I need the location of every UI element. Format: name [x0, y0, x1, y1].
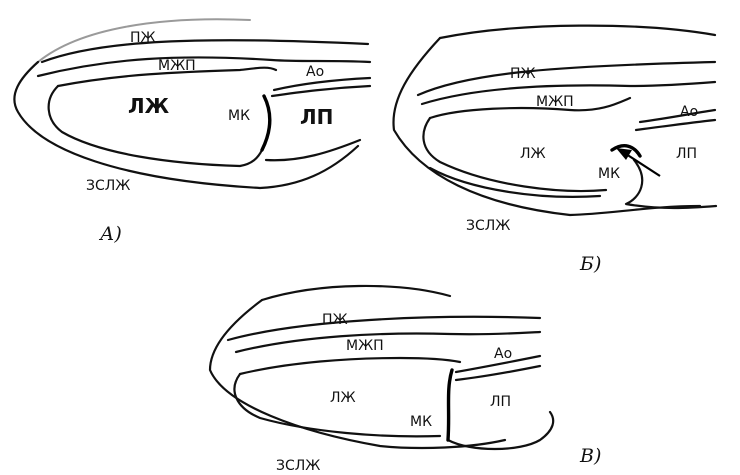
panel-v-aortic-root-2 — [456, 366, 540, 380]
panel-a: ПЖ МЖП Ао ЛЖ МК ЛП ЗСЛЖ А) — [14, 19, 370, 245]
panel-b-la-wall — [626, 160, 716, 208]
panel-v-label-zslzh: ЗСЛЖ — [276, 458, 320, 474]
panel-b-label-zslzh: ЗСЛЖ — [466, 218, 510, 234]
panel-b-label-lzh: ЛЖ — [520, 146, 546, 162]
panel-a-label-zslzh: ЗСЛЖ — [86, 178, 130, 194]
panel-b-label-mzhp: МЖП — [536, 94, 574, 110]
panel-b-label-pzh: ПЖ — [510, 66, 536, 82]
panel-b-rv-inner-line — [418, 62, 715, 95]
panel-v: ПЖ МЖП Ао ЛЖ МК ЛП ЗСЛЖ В) — [210, 286, 601, 474]
panel-a-caption: А) — [98, 223, 122, 245]
panel-b-caption: Б) — [579, 253, 601, 275]
panel-v-la-wall — [448, 412, 553, 449]
panel-a-rv-inner-line — [42, 40, 368, 62]
panel-v-label-mzhp: МЖП — [346, 338, 384, 354]
panel-v-label-lp: ЛП — [490, 394, 511, 410]
panel-b-arrow-head — [616, 148, 632, 160]
panel-v-caption: В) — [579, 445, 601, 467]
panel-a-label-mk: МК — [228, 108, 250, 124]
panel-a-mitral-valve — [262, 96, 270, 150]
panel-v-label-ao: Ао — [494, 346, 512, 362]
panel-v-label-lzh: ЛЖ — [330, 390, 356, 406]
panel-a-label-lzh: ЛЖ — [128, 94, 170, 118]
panel-v-label-mk: МК — [410, 414, 432, 430]
panel-v-rv-top-wall — [262, 286, 450, 300]
panel-b-septum-bottom — [430, 98, 630, 118]
panel-b-lv-cavity — [423, 118, 606, 191]
panel-a-label-ao: Ао — [306, 64, 324, 80]
panel-b-rv-top-wall — [440, 26, 715, 38]
panel-a-label-pzh: ПЖ — [130, 30, 156, 46]
panel-v-septum-bottom — [240, 358, 460, 374]
panel-v-label-pzh: ПЖ — [322, 312, 348, 328]
panel-v-pericardium-outline — [210, 300, 505, 448]
panel-v-mitral-valve — [448, 370, 452, 440]
panel-b-lv-lower — [430, 168, 600, 197]
panel-b-label-ao: Ао — [680, 104, 698, 120]
panel-a-label-mzhp: МЖП — [158, 58, 196, 74]
panel-b-label-mk: МК — [598, 166, 620, 182]
panel-b: ПЖ МЖП Ао ЛЖ МК ЛП ЗСЛЖ Б) — [393, 26, 716, 275]
panel-b-label-lp: ЛП — [676, 146, 697, 162]
panel-a-label-lp: ЛП — [300, 105, 333, 129]
panel-v-rv-inner-line — [228, 317, 540, 340]
panel-b-arrow-shaft — [626, 154, 660, 176]
